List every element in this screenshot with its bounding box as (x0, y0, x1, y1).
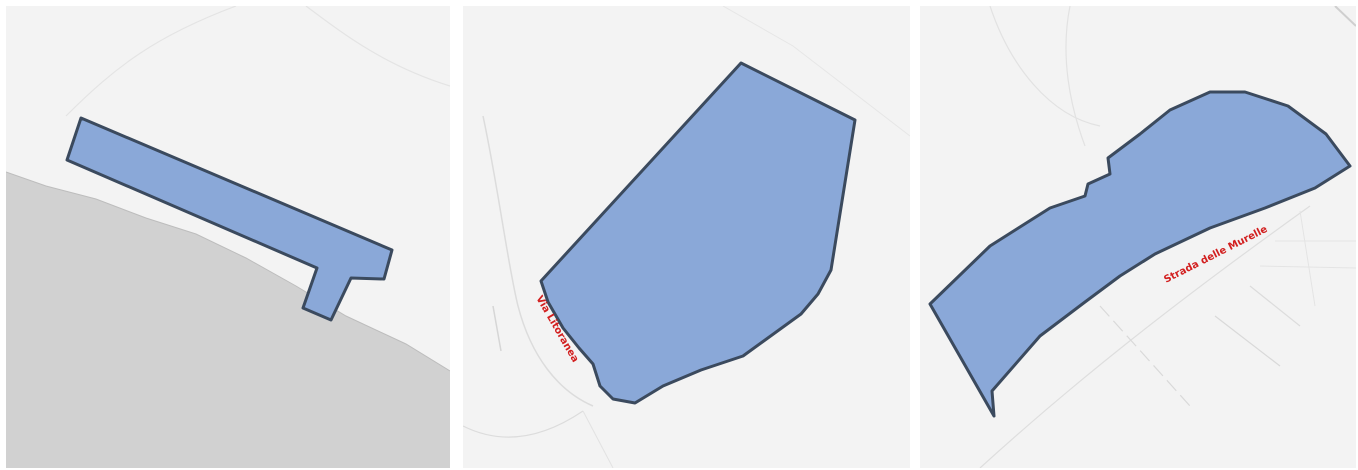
road-line (1334, 6, 1356, 27)
map-canvas: Via Litoranea (463, 6, 910, 468)
parcel-polygon[interactable] (65, 116, 394, 322)
sea-area (6, 172, 450, 468)
road-line (1065, 6, 1086, 147)
road-line (492, 305, 502, 352)
road-line (989, 6, 1101, 127)
road-line (305, 6, 450, 87)
road-line (482, 115, 594, 407)
road-line (1214, 315, 1281, 367)
road-line (722, 6, 910, 137)
map-panel-2[interactable]: Via Litoranea (463, 6, 910, 468)
coastline (6, 171, 450, 372)
road-line (1259, 265, 1356, 269)
road-line (979, 205, 1311, 468)
road-line (1099, 305, 1191, 407)
road-line (65, 6, 237, 117)
road-line (582, 410, 614, 468)
map-panel-1[interactable] (6, 6, 450, 468)
parcel-polygon[interactable] (539, 61, 857, 405)
map-canvas: Strada delle Murelle (928, 6, 1356, 468)
parcel-polygon[interactable] (928, 90, 1352, 418)
map-canvas (6, 6, 450, 468)
road-line (1299, 210, 1316, 307)
road-line (463, 410, 584, 438)
road-line (1249, 285, 1301, 327)
map-panel-3[interactable]: Strada delle Murelle (920, 6, 1356, 468)
